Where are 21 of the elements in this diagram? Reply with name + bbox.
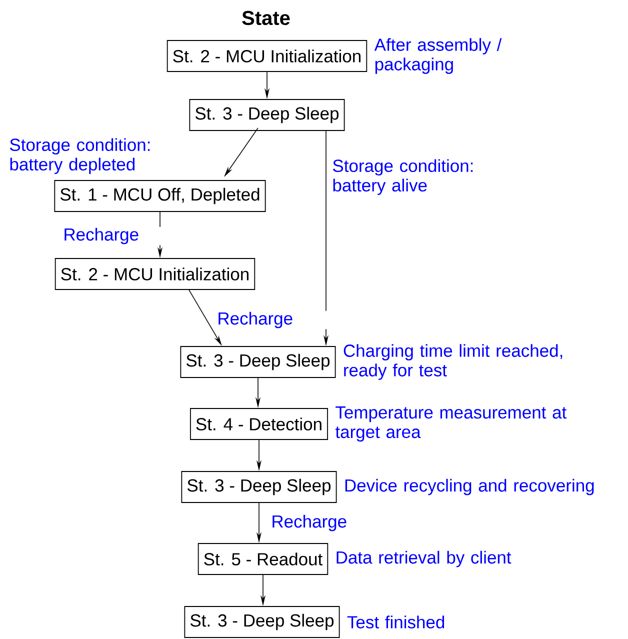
state-note: Device recycling and recovering — [345, 478, 594, 496]
state-note: After assembly / packaging — [374, 38, 502, 74]
state-note: Data retrieval by client — [336, 550, 512, 568]
state-box: St. 5 - Readout — [198, 543, 328, 575]
state-box: St. 3 - Deep Sleep — [180, 346, 336, 378]
edge-label: Storage condition: battery depleted — [10, 138, 150, 174]
state-box: St. 3 - Deep Sleep — [184, 606, 340, 638]
edge-label: Recharge — [272, 514, 346, 532]
state-box: St. 3 - Deep Sleep — [189, 99, 345, 131]
state-note: Charging time limit reached, ready for test — [344, 344, 562, 380]
edge-label: Storage condition: battery alive — [333, 159, 473, 196]
state-box: St. 4 - Detection — [190, 408, 328, 440]
edge-label: Recharge — [64, 228, 138, 244]
state-box: St. 1 - MCU Off, Depleted — [54, 180, 266, 212]
state-note: Temperature measurement at target area — [335, 406, 567, 442]
state-box: St. 2 - MCU Initialization — [54, 258, 256, 290]
title: State — [242, 10, 290, 26]
edge-label: Recharge — [218, 312, 292, 328]
state-box: St. 3 - Deep Sleep — [181, 471, 337, 503]
state-box: St. 2 - MCU Initialization — [166, 40, 368, 72]
state-note: Test finished — [347, 616, 444, 628]
